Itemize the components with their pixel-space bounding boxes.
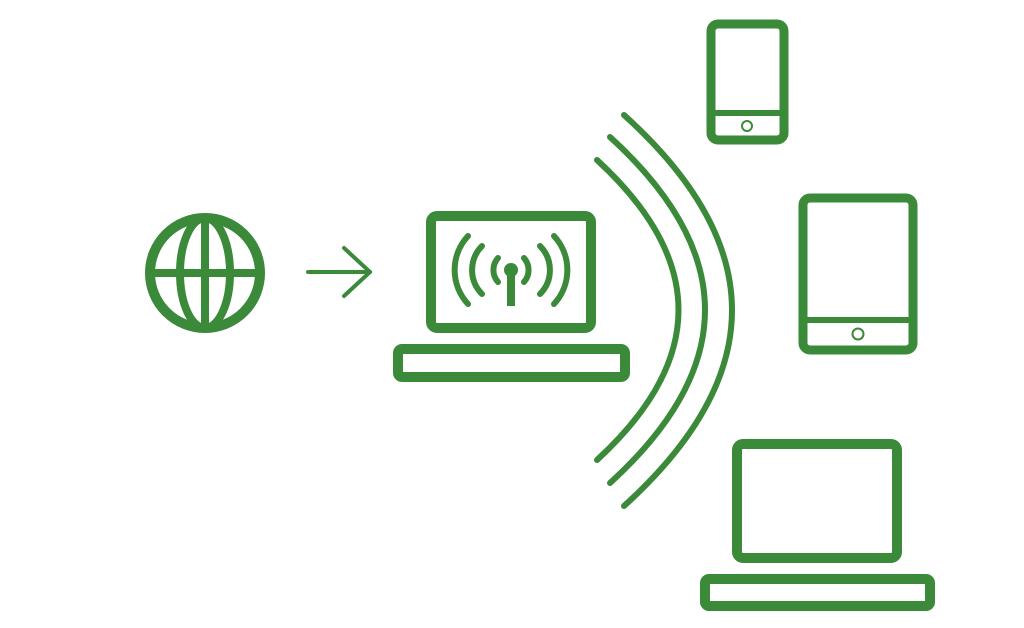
laptop-icon: [700, 439, 935, 611]
home-button-icon: [741, 120, 753, 132]
smartphone-icon: [706, 19, 789, 145]
home-button-icon: [851, 327, 865, 341]
wireless-waves-icon: [594, 112, 735, 509]
globe-icon: [145, 213, 265, 333]
laptop-hotspot-icon: [393, 211, 630, 382]
arrow-icon: [306, 246, 372, 298]
tablet-icon: [798, 193, 918, 355]
